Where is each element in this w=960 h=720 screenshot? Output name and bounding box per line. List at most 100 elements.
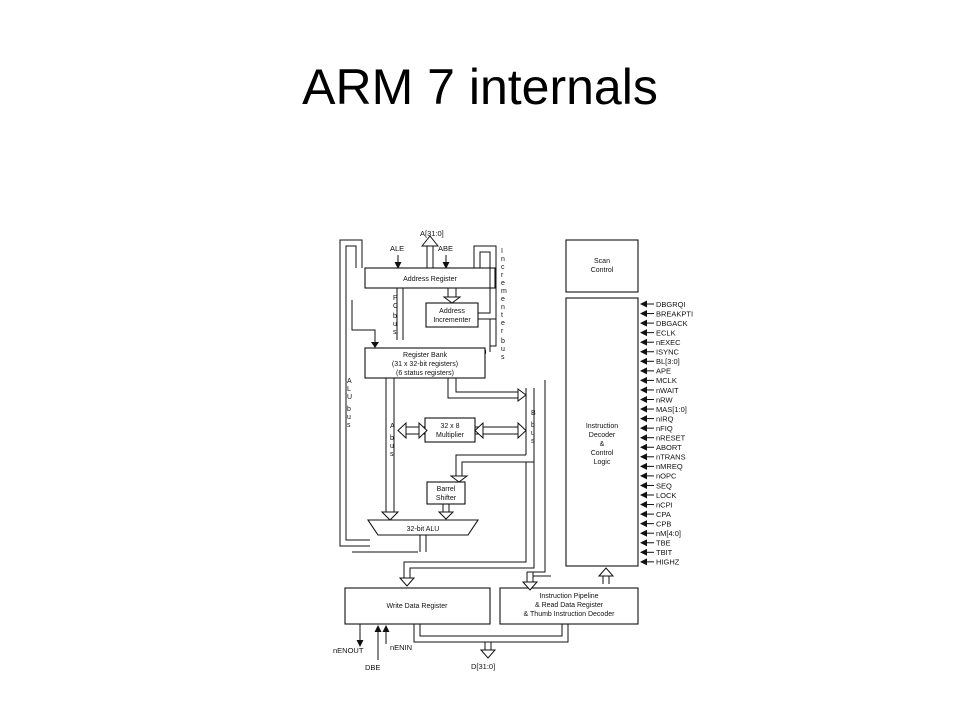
scan-control-label-1: Scan: [594, 258, 610, 265]
ale-label: ALE: [390, 244, 404, 253]
slide-title: ARM 7 internals: [302, 59, 658, 115]
bbus-shifter-arrow: [449, 475, 469, 483]
control-signal-label: nTRANS: [656, 453, 686, 462]
alu-out: [352, 535, 427, 553]
control-signal-group: DBGRQIBREAKPTIDBGACKECLKnEXECISYNCBL[3:0…: [640, 300, 693, 567]
dbe-label: DBE: [365, 663, 380, 672]
data-bus-loop: [413, 624, 569, 643]
register-bank-label-2: (31 x 32-bit registers): [392, 361, 458, 368]
mult-a-left-arrow: [397, 421, 407, 440]
control-signal-label: DBGRQI: [656, 300, 686, 309]
scan-control-block: [565, 239, 639, 293]
control-signal-label: nEXEC: [656, 338, 681, 347]
register-bank-label-3: (6 status registers): [396, 370, 454, 377]
address-incrementer-label-2: Incrementer: [433, 317, 471, 324]
control-signal-label: ECLK: [656, 328, 676, 337]
control-signal-label: HIGHZ: [656, 558, 680, 567]
control-signal-label: ISYNC: [656, 348, 680, 357]
control-signal-label: TBE: [656, 539, 671, 548]
instruction-pipeline-label-3: & Thumb Instruction Decoder: [524, 611, 616, 618]
alu-block: [366, 519, 480, 536]
control-signal-label: nFIQ: [656, 424, 673, 433]
instruction-decoder-block: [565, 297, 639, 567]
b-bus: [525, 388, 535, 562]
control-signal-label: nWAIT: [656, 386, 679, 395]
control-signal-label: nRW: [656, 395, 673, 404]
control-signal-label: nM[4:0]: [656, 529, 681, 538]
a-bus-arrowhead: [380, 511, 400, 521]
pc-bus: [396, 288, 404, 340]
mult-a-right-arrow: [418, 421, 428, 440]
scan-control-label-2: Control: [591, 267, 614, 274]
bbus-to-shifter: [455, 454, 534, 478]
control-signal-label: ABORT: [656, 443, 682, 452]
alu-bus-loop: [339, 239, 370, 547]
decoder-label-2: Decoder: [589, 432, 616, 439]
address-bus-label: A[31:0]: [420, 229, 444, 238]
pipeline-bbus-arrow: [521, 581, 539, 591]
nenout-label: nENOUT: [333, 646, 364, 655]
a-bus: [385, 378, 395, 515]
control-signal-label: CPA: [656, 510, 671, 519]
regbank-to-bbus: [447, 378, 520, 399]
barrel-shifter-label-2: Shifter: [436, 495, 457, 502]
pipeline-decoder-arrow: [597, 567, 615, 577]
bbus-to-writedata: [403, 462, 535, 580]
shifter-alu-arrow: [437, 511, 455, 520]
control-signal-label: TBIT: [656, 548, 673, 557]
control-signal-label: MCLK: [656, 376, 677, 385]
multiplier-block: [424, 417, 476, 443]
control-signal-label: nCPI: [656, 500, 673, 509]
alu-bus-regbank-arrow: [371, 342, 379, 348]
register-bank-block: [364, 347, 486, 379]
write-data-register-block: [344, 587, 491, 625]
control-signal-label: nIRQ: [656, 414, 674, 423]
write-data-register-label: Write Data Register: [387, 603, 449, 610]
barrel-shifter-block: [426, 481, 466, 505]
control-signal-label: BREAKPTI: [656, 309, 693, 318]
mult-b-right-arrow: [517, 421, 527, 440]
data-bus-label: D[31:0]: [471, 662, 495, 671]
control-signal-label: nRESET: [656, 434, 686, 443]
data-bus-arrow: [479, 649, 497, 659]
mult-b-left-arrow: [474, 421, 484, 440]
barrel-shifter-label-1: Barrel: [437, 486, 456, 493]
incrementer-bus-down: [489, 319, 497, 352]
multiplier-label-1: 32 x 8: [440, 423, 459, 430]
address-incrementer-label-1: Address: [439, 308, 465, 315]
addr-to-incr-arrowhead: [442, 296, 462, 304]
instruction-pipeline-label-1: Instruction Pipeline: [539, 593, 598, 600]
control-signal-label: nOPC: [656, 472, 677, 481]
control-signal-label: LOCK: [656, 491, 676, 500]
nenin-label: nENIN: [390, 643, 412, 652]
control-signal-label: SEQ: [656, 481, 672, 490]
address-out-arrowhead: [420, 235, 440, 247]
control-signal-label: BL[3:0]: [656, 357, 680, 366]
decoder-label-5: Logic: [594, 459, 611, 466]
address-incrementer-block: [425, 302, 479, 328]
control-signal-label: APE: [656, 367, 671, 376]
writedata-arrow: [398, 577, 416, 587]
decoder-label-3: &: [600, 441, 605, 448]
control-signal-label: MAS[1:0]: [656, 405, 687, 414]
decoder-label-1: Instruction: [586, 423, 618, 430]
address-register-block: [364, 267, 496, 289]
abe-label: ABE: [438, 244, 453, 253]
bbus-to-pipeline: [526, 380, 551, 584]
decoder-label-4: Control: [591, 450, 614, 457]
control-signal-label: DBGACK: [656, 319, 688, 328]
control-signal-label: nMREQ: [656, 462, 683, 471]
instruction-pipeline-block: [499, 587, 639, 625]
control-signal-label: CPB: [656, 519, 671, 528]
alu-label: 32-bit ALU: [407, 526, 440, 533]
alu-bus-to-regbank: [351, 300, 376, 345]
instruction-pipeline-label-2: & Read Data Register: [535, 602, 604, 609]
address-register-label: Address Register: [403, 276, 457, 283]
regbank-bbus-arrow: [517, 388, 527, 402]
